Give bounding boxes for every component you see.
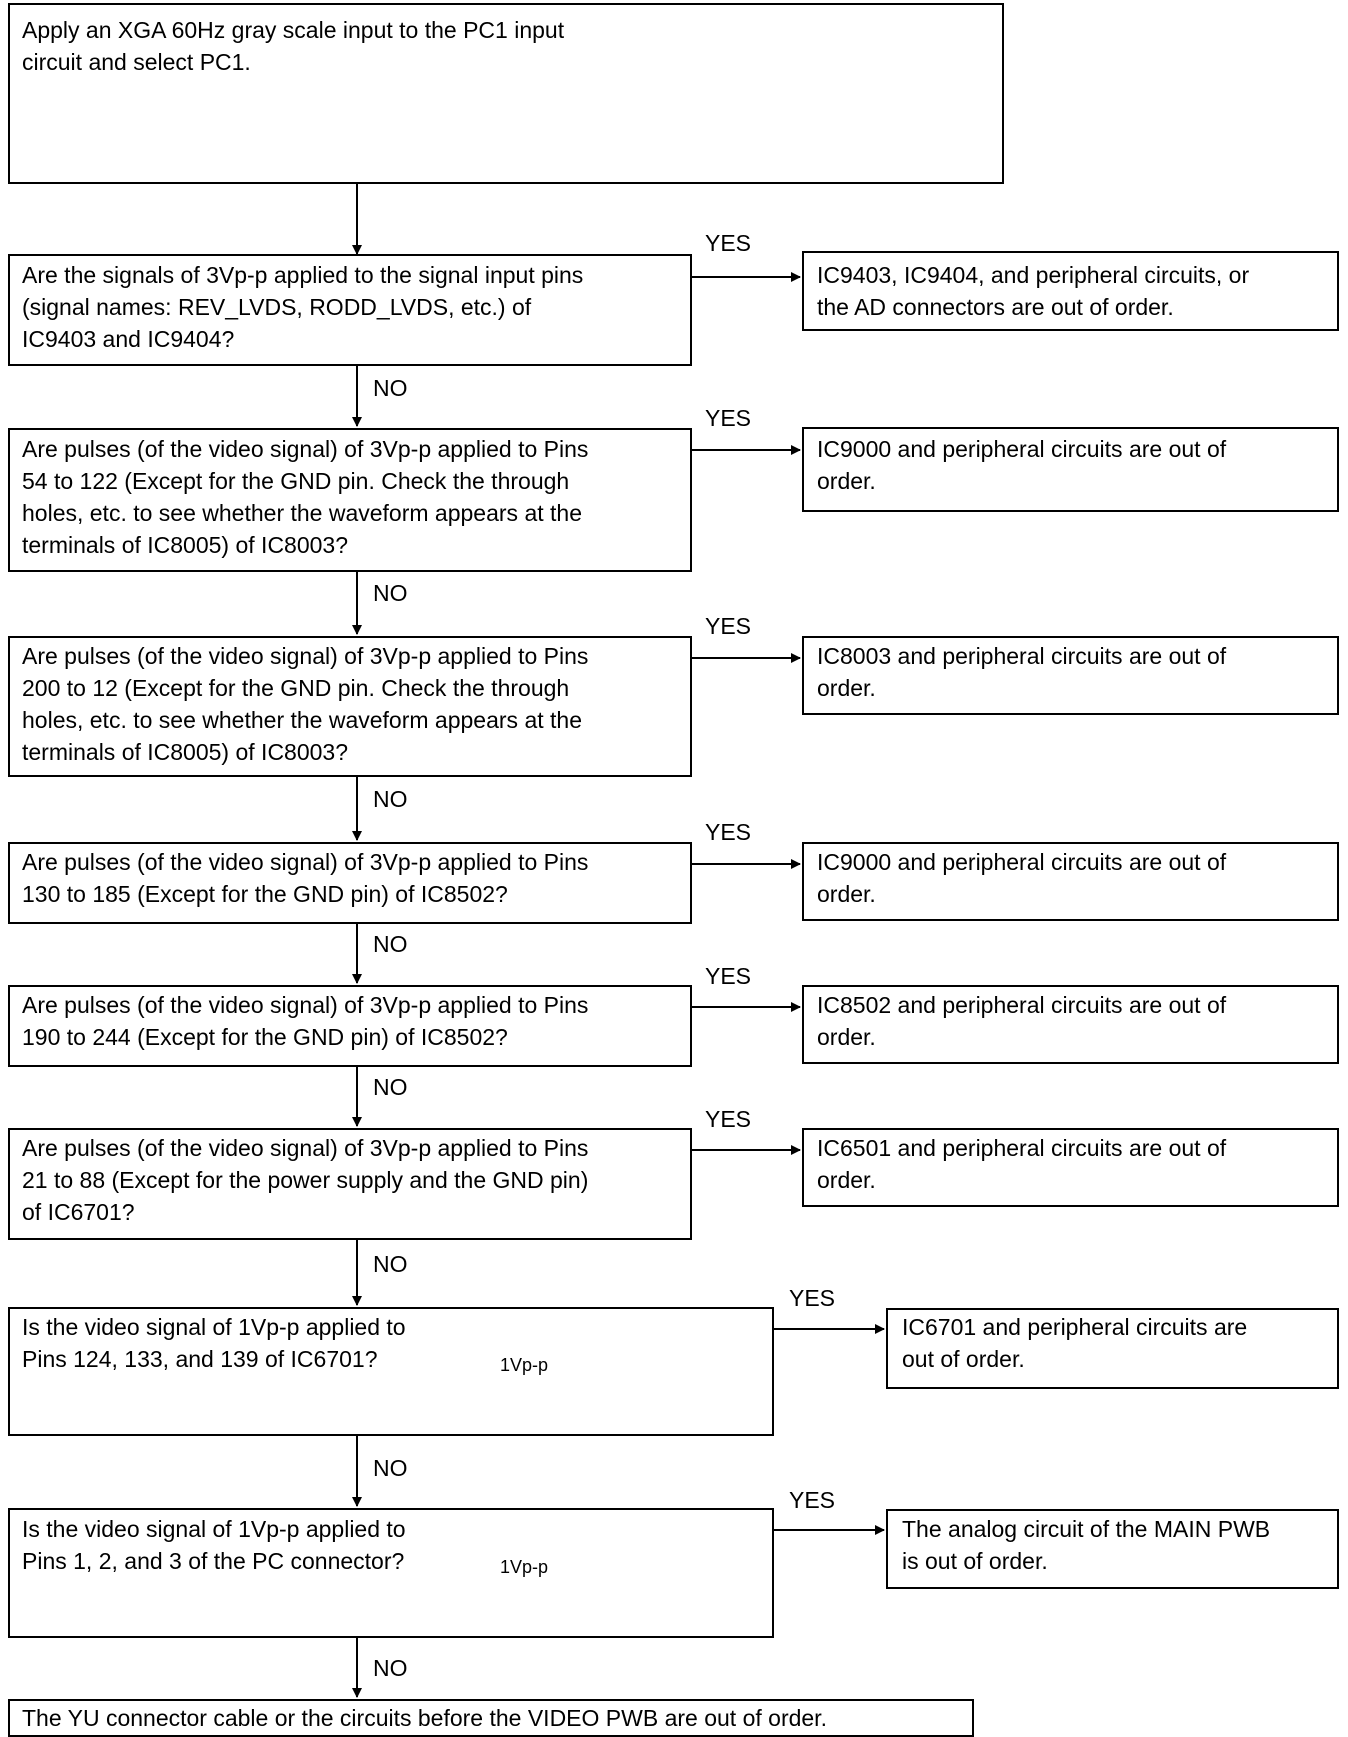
question-box-7	[8, 1307, 774, 1436]
result-box-2	[802, 427, 1339, 512]
no-label: NO	[373, 1251, 408, 1277]
end-result-box	[8, 1699, 974, 1737]
question-text-2: Are pulses (of the video signal) of 3Vp-…	[22, 436, 589, 558]
result-box-4	[802, 842, 1339, 921]
question-box-1	[8, 254, 692, 366]
result-box-3	[802, 636, 1339, 715]
question-box-4	[8, 842, 692, 924]
result-text-4: IC9000 and peripheral circuits are out o…	[817, 849, 1227, 907]
yes-label: YES	[789, 1487, 836, 1513]
question-box-8	[8, 1508, 774, 1638]
question-text-8: Is the video signal of 1Vp-p applied to …	[22, 1516, 406, 1574]
yes-label: YES	[789, 1285, 836, 1311]
no-label: NO	[373, 375, 408, 401]
result-text-5: IC8502 and peripheral circuits are out o…	[817, 992, 1227, 1050]
yes-label: YES	[705, 613, 752, 639]
question-text-4: Are pulses (of the video signal) of 3Vp-…	[22, 849, 589, 907]
result-text-3: IC8003 and peripheral circuits are out o…	[817, 643, 1227, 701]
no-label: NO	[373, 786, 408, 812]
start-step-box	[8, 3, 1004, 184]
amplitude-label: 1Vp-p	[500, 1355, 549, 1375]
result-box-8	[886, 1509, 1339, 1589]
question-box-5	[8, 985, 692, 1067]
result-text-2: IC9000 and peripheral circuits are out o…	[817, 436, 1227, 494]
start-step-text: Apply an XGA 60Hz gray scale input to th…	[22, 17, 565, 75]
result-box-5	[802, 985, 1339, 1064]
question-box-6	[8, 1128, 692, 1240]
yes-label: YES	[705, 1106, 752, 1132]
yes-label: YES	[705, 405, 752, 431]
no-label: NO	[373, 1074, 408, 1100]
result-text-1: IC9403, IC9404, and peripheral circuits,…	[817, 262, 1250, 320]
result-text-8: The analog circuit of the MAIN PWB is ou…	[902, 1516, 1271, 1574]
question-text-3: Are pulses (of the video signal) of 3Vp-…	[22, 643, 589, 765]
no-label: NO	[373, 1455, 408, 1481]
question-box-2	[8, 428, 692, 572]
result-box-6	[802, 1128, 1339, 1207]
question-text-1: Are the signals of 3Vp-p applied to the …	[22, 262, 584, 352]
no-label: NO	[373, 931, 408, 957]
result-box-1	[802, 251, 1339, 331]
no-label: NO	[373, 1655, 408, 1681]
yes-label: YES	[705, 819, 752, 845]
yes-label: YES	[705, 230, 752, 256]
no-label: NO	[373, 580, 408, 606]
question-text-6: Are pulses (of the video signal) of 3Vp-…	[22, 1135, 589, 1225]
result-text-6: IC6501 and peripheral circuits are out o…	[817, 1135, 1227, 1193]
amplitude-label: 1Vp-p	[500, 1557, 549, 1577]
end-result-text: The YU connector cable or the circuits b…	[22, 1705, 827, 1731]
question-box-3	[8, 636, 692, 777]
question-text-7: Is the video signal of 1Vp-p applied to …	[22, 1314, 406, 1372]
result-box-7	[886, 1308, 1339, 1389]
yes-label: YES	[705, 963, 752, 989]
result-text-7: IC6701 and peripheral circuits are out o…	[902, 1314, 1248, 1372]
question-text-5: Are pulses (of the video signal) of 3Vp-…	[22, 992, 589, 1050]
